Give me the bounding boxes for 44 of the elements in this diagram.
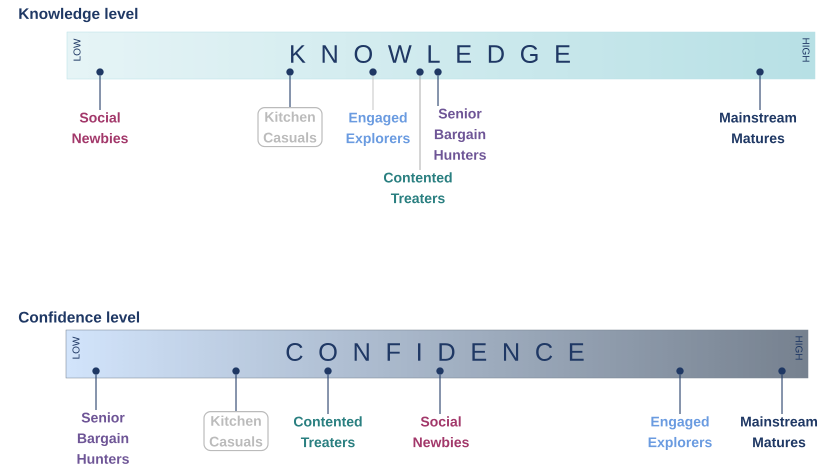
position-dot (436, 367, 444, 375)
position-dot (676, 367, 684, 375)
leader-line (99, 76, 101, 110)
position-dot (92, 367, 100, 375)
leader-line (439, 374, 441, 414)
segment-label: Mainstream Matures (720, 112, 796, 144)
band-title: C O N F I D E N C E (286, 343, 584, 361)
position-dot (416, 68, 424, 76)
position-dot (756, 68, 764, 76)
leader-line (327, 374, 329, 414)
position-dot (434, 68, 442, 76)
leader-line (289, 76, 291, 107)
leader-line (679, 374, 681, 414)
segment-label: Contented Treaters (294, 416, 362, 448)
leader-line (235, 374, 237, 411)
position-dot (232, 367, 240, 375)
segment-label: Senior Bargain Hunters (78, 412, 129, 464)
scale-end-label: HIGH (795, 336, 803, 360)
segment-label: Engaged Explorers (346, 112, 410, 146)
leader-line (437, 76, 439, 106)
position-dot (96, 68, 104, 76)
band-title: K N O W L E D G E (291, 45, 570, 63)
scale-end-label: LOW (72, 336, 80, 359)
segment-label: Senior Bargain Hunters (434, 108, 486, 160)
segment-box: Kitchen Casuals (203, 411, 269, 452)
leader-line (781, 374, 783, 414)
leader-line (419, 76, 421, 170)
segment-label: Engaged Explorers (648, 416, 712, 450)
scale-end-label: LOW (73, 38, 81, 61)
leader-line (95, 374, 97, 410)
position-dot (778, 367, 786, 375)
leader-line (372, 76, 374, 110)
leader-line (759, 76, 761, 110)
position-dot (286, 68, 294, 76)
segment-label: Contented Treaters (384, 172, 452, 204)
segment-box: Kitchen Casuals (257, 107, 323, 148)
band-heading: Confidence level (18, 311, 140, 323)
segment-label: Social Newbies (414, 416, 469, 448)
segment-label: Mainstream Matures (741, 416, 818, 448)
segment-label: Social Newbies (72, 112, 128, 144)
position-dot (369, 68, 377, 76)
band-heading: Knowledge level (19, 8, 138, 22)
scale-end-label: HIGH (802, 38, 810, 62)
position-dot (324, 367, 332, 375)
